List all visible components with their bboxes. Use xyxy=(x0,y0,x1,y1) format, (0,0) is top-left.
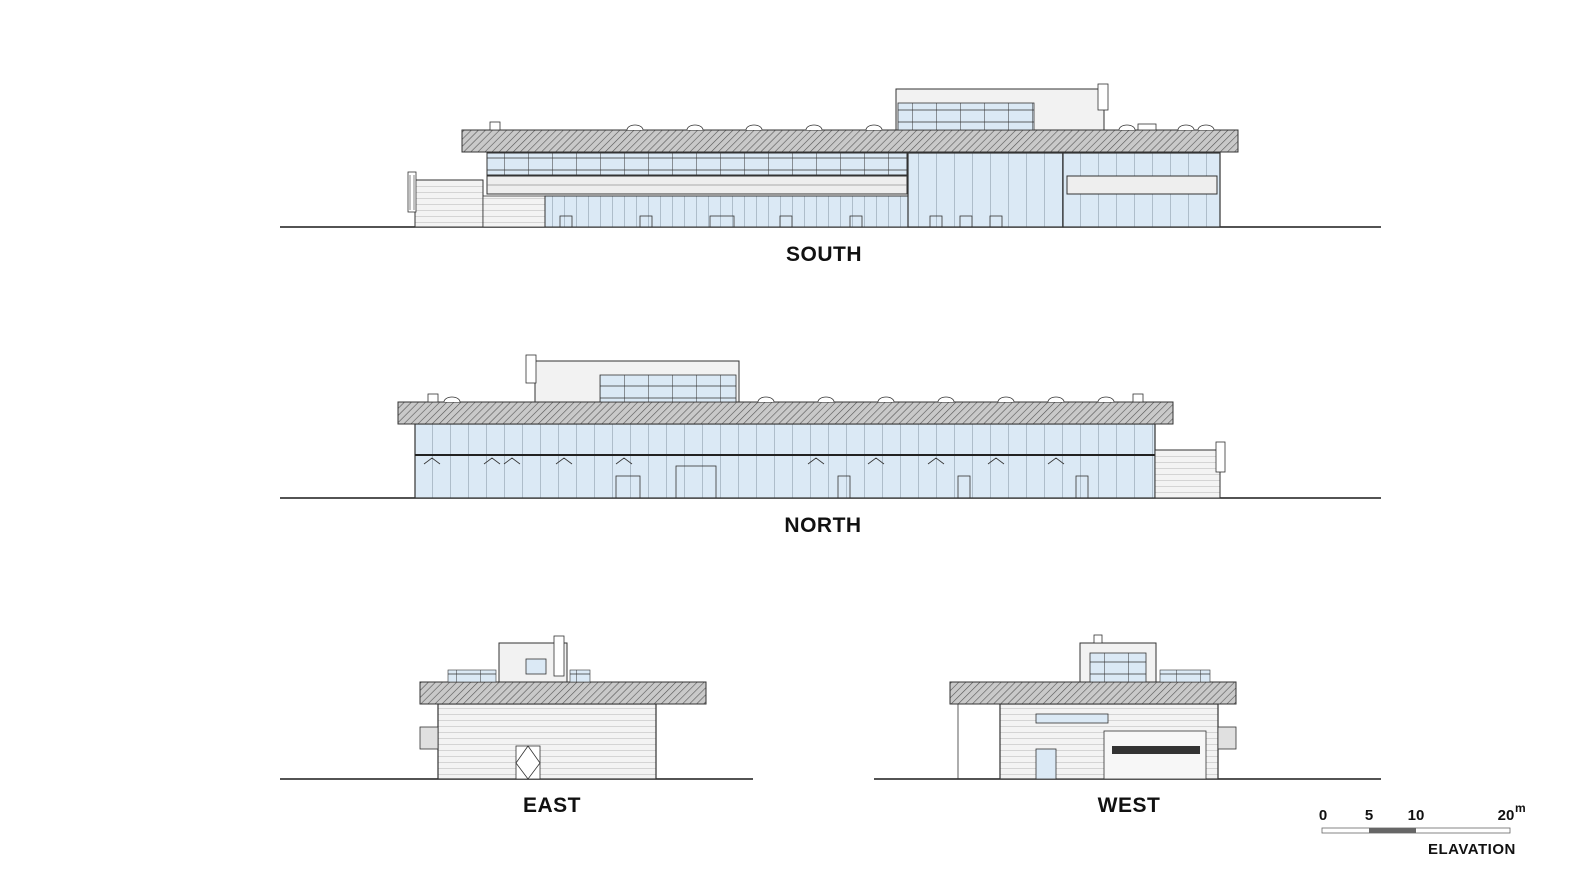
south-clerestory xyxy=(486,152,908,176)
scale-tick-10: 10 xyxy=(1407,807,1425,824)
east-label: EAST xyxy=(522,794,582,817)
north-elevation xyxy=(280,354,1381,499)
east-door xyxy=(515,745,541,780)
scale-tick-0: 0 xyxy=(1318,807,1328,824)
north-label: NORTH xyxy=(784,514,862,537)
south-ground-glazing xyxy=(544,195,909,228)
south-left-annex xyxy=(414,179,484,228)
west-door xyxy=(1035,748,1057,780)
east-elevation xyxy=(280,635,753,780)
scale-tick-20: 20 xyxy=(1497,807,1515,824)
north-roof-slab xyxy=(397,401,1174,425)
south-glass-block xyxy=(907,152,1064,228)
west-elevation xyxy=(874,634,1381,780)
west-roof-slab xyxy=(949,681,1237,705)
south-roof-slab xyxy=(461,129,1239,153)
scale-unit: m xyxy=(1515,801,1526,815)
south-elevation xyxy=(280,83,1381,228)
north-glazing xyxy=(414,423,1156,499)
south-label: SOUTH xyxy=(786,243,862,266)
scale-title: ELAVATION xyxy=(1428,841,1516,858)
west-label: WEST xyxy=(1097,794,1161,817)
east-roof-slab xyxy=(419,681,707,705)
scale-tick-5: 5 xyxy=(1364,807,1374,824)
scale-bar xyxy=(1321,827,1511,834)
east-wall xyxy=(437,703,657,780)
north-right-annex xyxy=(1154,449,1221,499)
